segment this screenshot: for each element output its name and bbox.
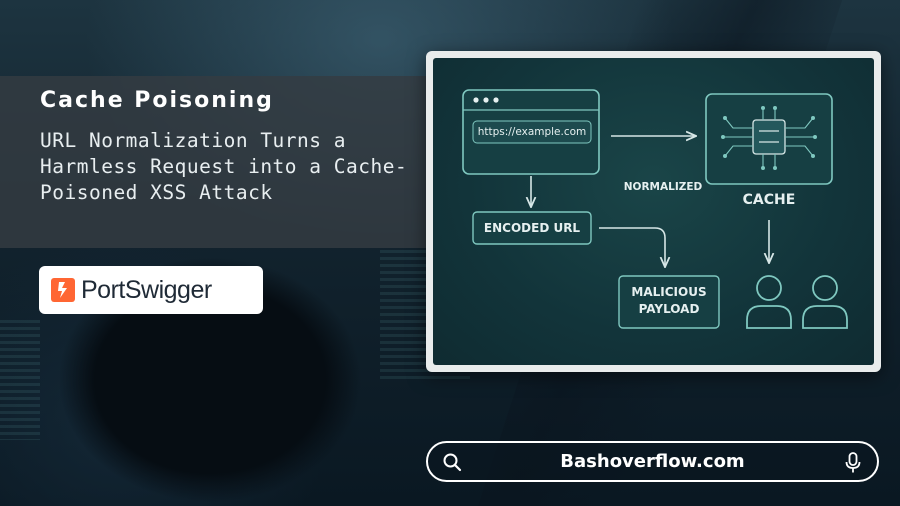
microphone-icon[interactable] — [845, 452, 861, 478]
search-icon[interactable] — [442, 452, 462, 476]
arrow-to-payload — [599, 227, 665, 266]
server-chip-icon — [705, 93, 833, 185]
malicious-payload-label: MALICIOUS PAYLOAD — [631, 285, 707, 316]
encoded-url-box — [472, 211, 592, 245]
browser-url-text: https://example.com — [477, 126, 587, 138]
browser-window-icon — [462, 89, 600, 175]
hooded-figure-silhouette — [10, 210, 430, 506]
malicious-payload-box — [618, 275, 720, 329]
portswigger-bolt-icon — [51, 278, 75, 302]
page-title: Cache Poisoning — [40, 88, 274, 113]
user-icon — [802, 275, 848, 329]
cache-label: CACHE — [742, 192, 796, 208]
title-panel — [0, 76, 428, 248]
search-text: Bashoverflow.com — [560, 451, 745, 472]
user-icon — [746, 275, 792, 329]
encoded-url-label: ENCODED URL — [483, 221, 581, 235]
portswigger-logo: PortSwigger — [39, 266, 263, 314]
search-bar[interactable]: Bashoverflow.com — [426, 441, 879, 482]
diagram-frame: https://example.com NORMALIZED CACHE ENC… — [426, 51, 881, 372]
diagram-graphics — [462, 89, 848, 329]
logo-text: PortSwigger — [81, 275, 212, 304]
cache-poisoning-diagram: https://example.com NORMALIZED CACHE ENC… — [433, 58, 874, 365]
normalized-label: NORMALIZED — [623, 181, 703, 193]
page-subtitle: URL Normalization Turns a Harmless Reque… — [40, 129, 408, 204]
